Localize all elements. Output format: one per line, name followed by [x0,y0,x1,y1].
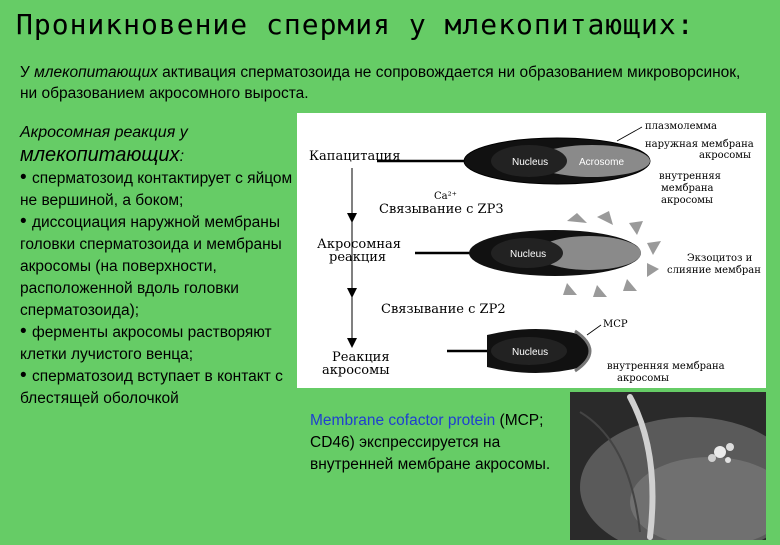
nucleus-label: Nucleus [512,157,548,168]
calcium-label: Ca²⁺ [434,191,457,202]
inner-acrosome-membrane [574,329,592,373]
stage-reaction-label-2: акросомы [322,363,390,378]
stage-zp3-label: Связывание с ZP3 [379,202,504,217]
label-exo-1: Экзоцитоз и [687,253,753,264]
page-title: Проникновение спермия у млекопитающих: [16,8,695,41]
vesicle [623,279,637,291]
bullet-icon: • [20,321,32,342]
list-item: • сперматозоид вступает в контакт с блес… [20,366,305,410]
nucleus [491,238,563,268]
acrosome-reaction-diagram: Капацитация Ca²⁺ Связывание с ZP3 Акросо… [297,113,766,388]
vesicle [647,263,659,277]
electron-micrograph-image [570,392,780,545]
bullet-text: диссоциация наружной мембраны головки сп… [20,214,282,319]
stage-acro-label-2: реакция [329,250,386,265]
heading-small: Акросомная реакция у [20,124,188,141]
arrow-head-icon [347,338,357,348]
list-item: • сперматозоид контактирует с яйцом не в… [20,168,305,212]
intro-prefix: У [20,64,35,81]
label-mcp: MCP [603,319,628,330]
intro-italic: млекопитающих [34,64,158,81]
acrosome [534,145,650,177]
sperm-head-stage-2: Nucleus [415,211,661,297]
mcp-description: Membrane cofactor protein (MCP; CD46) эк… [310,410,570,476]
label-inner-1: внутренняя [659,171,721,182]
mcp-rest: (MCP; CD46) экспрессируется на внутренне… [310,412,551,473]
stage-reaction-label-1: Реакция [332,350,390,365]
label-inner-2: мембрана [661,183,714,194]
bullet-text: ферменты акросомы растворяют клетки лучи… [20,324,272,363]
nucleus [491,145,567,177]
sperm-head-stage-3: Nucleus [447,329,592,373]
intro-paragraph: У млекопитающих активация сперматозоида … [20,62,760,104]
stage-zp2-label: Связывание с ZP2 [381,302,506,317]
heading-big: млекопитающих [20,144,180,166]
label-inner-3: акросомы [661,195,713,206]
label-plasma: плазмолемма [645,121,717,132]
vesicle [597,211,613,225]
arrow-head-icon [347,213,357,223]
vesicle [647,241,661,255]
vesicle [563,283,577,295]
nucleus-label: Nucleus [512,347,548,358]
nucleus [491,337,567,365]
mcp-name: Membrane cofactor protein [310,412,496,429]
label-inner-full-1: внутренняя мембрана [607,361,725,372]
label-inner-full-2: акросомы [617,373,669,384]
label-outer-2: акросомы [699,150,751,161]
label-exo-2: слияние мембран [667,265,761,276]
acrosome-reaction-list: Акросомная реакция у млекопитающих: • сп… [20,122,305,410]
bullet-icon: • [20,365,32,386]
list-heading: Акросомная реакция у млекопитающих: [20,122,305,168]
stage-acro-label-1: Акросомная [317,237,401,252]
bullet-icon: • [20,167,32,188]
sperm-head-stage-1: Nucleus Acrosome [377,137,651,185]
vesicle [567,213,587,223]
bullet-icon: • [20,211,32,232]
bullet-text: сперматозоид контактирует с яйцом не вер… [20,170,293,209]
list-item: • диссоциация наружной мембраны головки … [20,212,305,322]
bullet-text: сперматозоид вступает в контакт с блестя… [20,368,283,407]
intro-rest: активация сперматозоида не сопровождаетс… [20,64,741,102]
heading-colon: : [179,148,185,165]
acrosome-label: Acrosome [579,157,624,168]
list-item: • ферменты акросомы растворяют клетки лу… [20,322,305,366]
acrosome [537,236,641,270]
vesicle [593,285,607,297]
arrow-head-icon [347,288,357,298]
vesicle [629,221,643,235]
nucleus-label: Nucleus [510,249,546,260]
label-outer-1: наружная мембрана [645,139,754,150]
